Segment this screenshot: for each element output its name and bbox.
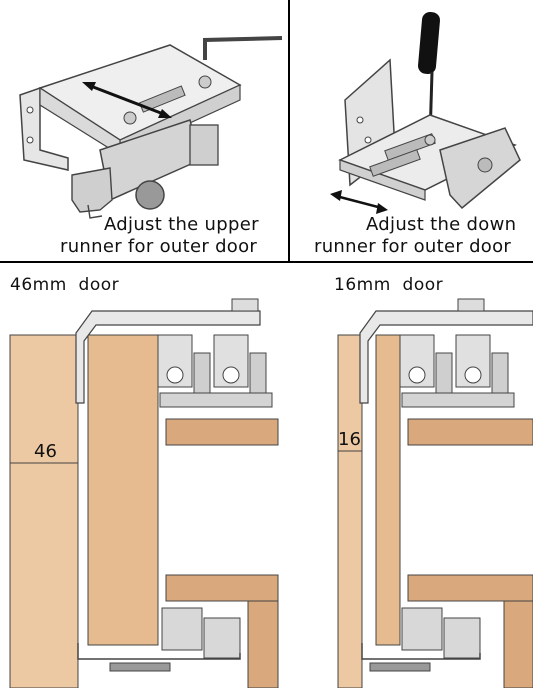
- door-46mm-section: [9, 298, 279, 688]
- adjust-arrow: [87, 83, 167, 117]
- bottom-cabinet-panel: [165, 574, 279, 602]
- upper-runner-illustration: [19, 36, 283, 219]
- inner-door: [375, 334, 401, 646]
- horizontal-divider: [0, 261, 533, 263]
- inner-door: [87, 334, 159, 646]
- top-cabinet-panel: [407, 418, 533, 446]
- door-46mm-panel: 46mm door: [0, 263, 290, 688]
- vertical-divider: [288, 0, 290, 262]
- bottom-runners: [77, 607, 241, 672]
- screwdriver-handle: [417, 12, 441, 74]
- adjust-arrow: [335, 194, 383, 210]
- runner-clip: [71, 167, 113, 213]
- outer-door: [337, 334, 363, 688]
- allen-key: [203, 36, 283, 60]
- upper-runner-caption-line1: Adjust the upper: [104, 214, 259, 235]
- door-46mm-heading: 46mm door: [10, 275, 120, 295]
- door-16mm-section: [337, 298, 533, 688]
- down-runner-illustration: [330, 12, 521, 214]
- bottom-cabinet-side: [503, 600, 533, 688]
- down-runner-panel: Adjust the down runner for outer door: [290, 0, 533, 261]
- door-16mm-panel: 16mm door: [290, 263, 533, 688]
- bottom-cabinet-panel: [407, 574, 533, 602]
- runner-wheel: [135, 180, 165, 210]
- top-track: [359, 310, 533, 404]
- down-runner-caption-line2: runner for outer door: [314, 236, 512, 257]
- top-cabinet-panel: [165, 418, 279, 446]
- outer-door: [9, 334, 79, 688]
- bottom-runners: [361, 607, 481, 672]
- bottom-cabinet-side: [247, 600, 279, 688]
- upper-runner-caption-line2: runner for outer door: [60, 236, 258, 257]
- down-runner-caption-line1: Adjust the down: [366, 214, 517, 235]
- top-track: [75, 310, 261, 404]
- upper-runner-panel: Adjust the upper runner for outer door: [0, 0, 288, 261]
- top-runners: [157, 334, 273, 408]
- top-runners: [399, 334, 515, 408]
- door-16mm-heading: 16mm door: [334, 275, 444, 295]
- door-16mm-dimension: 16: [338, 429, 361, 450]
- door-46mm-dimension: 46: [34, 441, 57, 462]
